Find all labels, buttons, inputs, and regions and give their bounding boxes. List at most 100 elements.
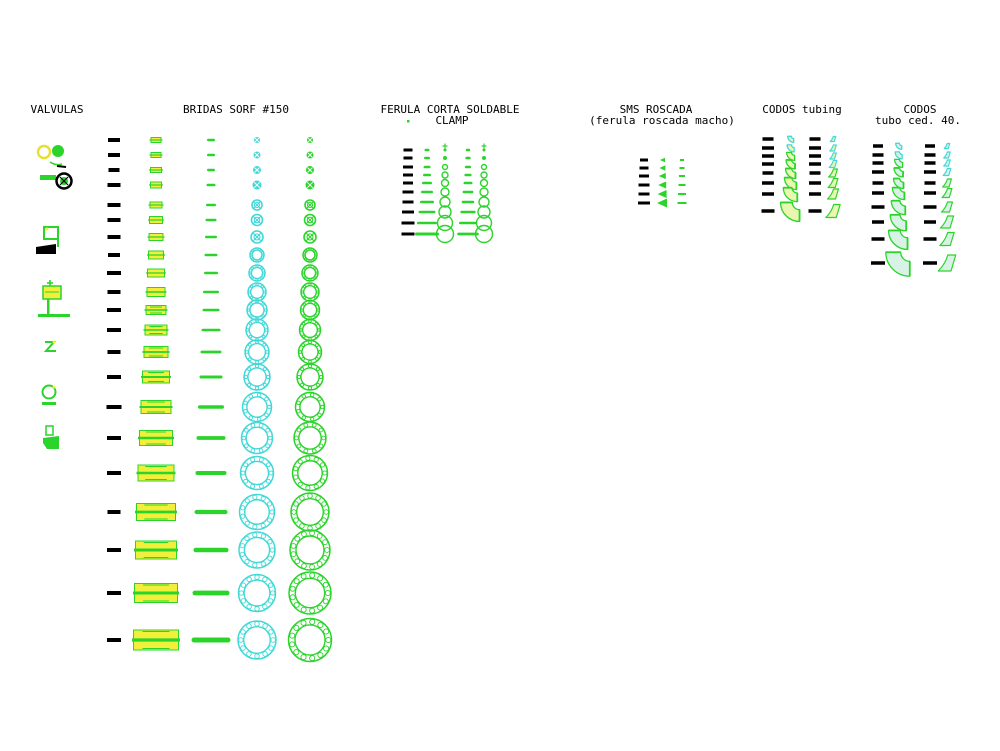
bolt-hole [305, 455, 311, 461]
bolt-hole [296, 409, 301, 414]
gasket-bar [423, 173, 431, 177]
bolt-hole [323, 628, 330, 635]
size-dash [107, 183, 121, 187]
codo-row [872, 151, 903, 160]
indicator-dot [45, 227, 49, 231]
elbow-45-symbol [829, 152, 837, 160]
bolt-hole [316, 561, 323, 567]
flange-face-inner [297, 460, 323, 486]
bolt-hole [297, 481, 303, 487]
ferula-row [401, 214, 493, 232]
bolt-hole [264, 396, 269, 402]
section-subtitle-codos-ced40: tubo ced. 40. [874, 114, 962, 127]
bridas-row [107, 282, 320, 302]
codo-row [873, 142, 903, 150]
size-dash [403, 165, 413, 169]
bolt-hole [240, 513, 246, 519]
bolt-hole [308, 340, 312, 345]
flange-face-outer [290, 492, 330, 532]
bolt-hole [304, 249, 308, 253]
gasket-bar [207, 138, 215, 142]
size-dash [872, 220, 884, 224]
bolt-cross [306, 216, 314, 224]
size-dash [872, 153, 884, 157]
size-dash [762, 181, 774, 185]
flange-face-outer [287, 617, 333, 663]
bolt-hole [250, 448, 256, 453]
bolt-hole [248, 394, 254, 399]
elbow-45-symbol [942, 167, 952, 177]
bolt-hole [325, 636, 332, 644]
flange-face-inner [243, 579, 271, 607]
codo-row [872, 158, 904, 169]
size-dash [107, 328, 121, 332]
codo-row [808, 203, 841, 219]
size-dash [639, 174, 649, 178]
thread-dash [678, 193, 686, 195]
bolt-hole [268, 629, 274, 635]
thread-dash [677, 202, 687, 204]
bolt-hole [307, 386, 313, 391]
codo-row [762, 144, 795, 153]
elbow-45-symbol [939, 231, 955, 247]
bolt-hole [251, 257, 255, 261]
bolt-hole [250, 457, 256, 463]
ferrule-circle [443, 156, 447, 160]
bolt-hole [299, 328, 303, 332]
threaded-ferrule-symbol [658, 181, 667, 189]
bolt-hole [311, 422, 317, 428]
bolt-hole [309, 618, 316, 625]
bolt-hole [248, 271, 252, 275]
flange-face-inner [298, 426, 322, 450]
bolt-hole [309, 655, 316, 662]
elbow-45-symbol [940, 201, 954, 213]
base-tick [56, 165, 67, 168]
bolt-hole [262, 576, 268, 583]
flange-face-outer [238, 531, 276, 569]
bolt-hole [267, 404, 272, 410]
codo-row [872, 167, 904, 178]
section-title-bridas: BRIDAS SORF #150 [183, 103, 289, 116]
section-title-valvulas: VALVULAS [30, 103, 84, 116]
elbow-90-symbol [785, 151, 796, 162]
elbow-90-symbol [885, 251, 911, 277]
size-dash [108, 253, 120, 257]
gasket-bar [195, 470, 227, 476]
bolt-hole [244, 443, 249, 449]
bolt-hole [262, 382, 267, 387]
bolt-hole [296, 400, 301, 405]
bolt-hole [304, 257, 308, 261]
sms-row [638, 189, 686, 199]
elbow-45-symbol [942, 178, 952, 188]
bolt-hole [259, 257, 263, 261]
bolt-hole [260, 561, 266, 567]
bolt-hole [244, 520, 250, 526]
bolt-hole [303, 448, 309, 454]
valve-body-ring [55, 172, 73, 190]
bolt-hole [240, 505, 246, 511]
bolt-hole [263, 308, 268, 312]
bolt-hole [248, 415, 254, 420]
flange-face-outer [303, 213, 317, 227]
elbow-45-symbol [939, 215, 955, 229]
bolt-hole [261, 334, 266, 339]
elbow-45-symbol [825, 203, 841, 219]
elbow-45-symbol [943, 142, 951, 150]
gasket-bar [206, 183, 216, 187]
flange-face-inner [296, 498, 325, 527]
bolt-hole [316, 290, 320, 294]
size-dash [872, 181, 884, 185]
size-dash [872, 170, 884, 174]
gasket-bar [199, 375, 223, 379]
bolt-cross [306, 181, 314, 189]
base-bar [42, 402, 56, 405]
bolt-hole [296, 443, 302, 449]
bolt-hole [256, 416, 262, 422]
size-dash [762, 154, 774, 158]
size-dash [924, 220, 936, 224]
size-dash [107, 271, 121, 275]
handwheel-circle [36, 144, 52, 160]
bolt-cross [307, 167, 313, 173]
bolt-cross [254, 167, 260, 173]
bolt-hole [323, 509, 329, 515]
